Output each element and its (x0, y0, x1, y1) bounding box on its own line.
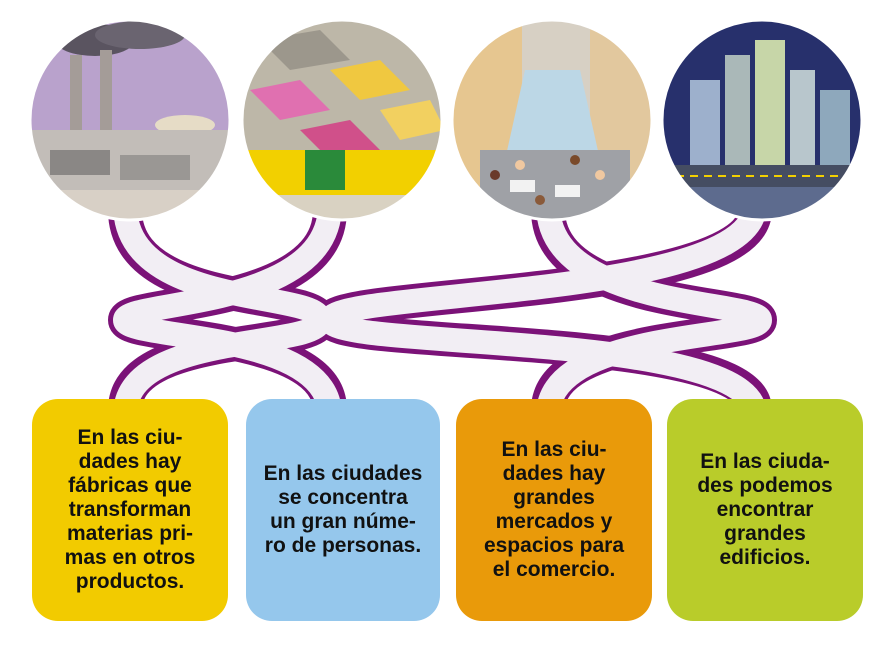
box-commerce-text: En las ciu- dades hay grandes mercados y… (483, 438, 625, 581)
market-illustration (242, 20, 442, 220)
box-factories-text: En las ciu- dades hay fábricas que trans… (64, 426, 196, 593)
box-people: En las ciudades se concentra un gran núm… (246, 399, 440, 621)
circle-borders (28, 18, 864, 222)
connector-bands (107, 202, 778, 418)
crowd-street-illustration (452, 20, 652, 220)
box-buildings: En las ciuda- des podemos encontrar gran… (667, 399, 863, 621)
skyscrapers-illustration (662, 20, 862, 220)
box-people-text: En las ciudades se concentra un gran núm… (263, 462, 423, 557)
box-buildings-text: En las ciuda- des podemos encontrar gran… (697, 450, 833, 569)
box-commerce: En las ciu- dades hay grandes mercados y… (456, 399, 652, 621)
factory-illustration (30, 20, 230, 220)
box-factories: En las ciu- dades hay fábricas que trans… (32, 399, 228, 621)
